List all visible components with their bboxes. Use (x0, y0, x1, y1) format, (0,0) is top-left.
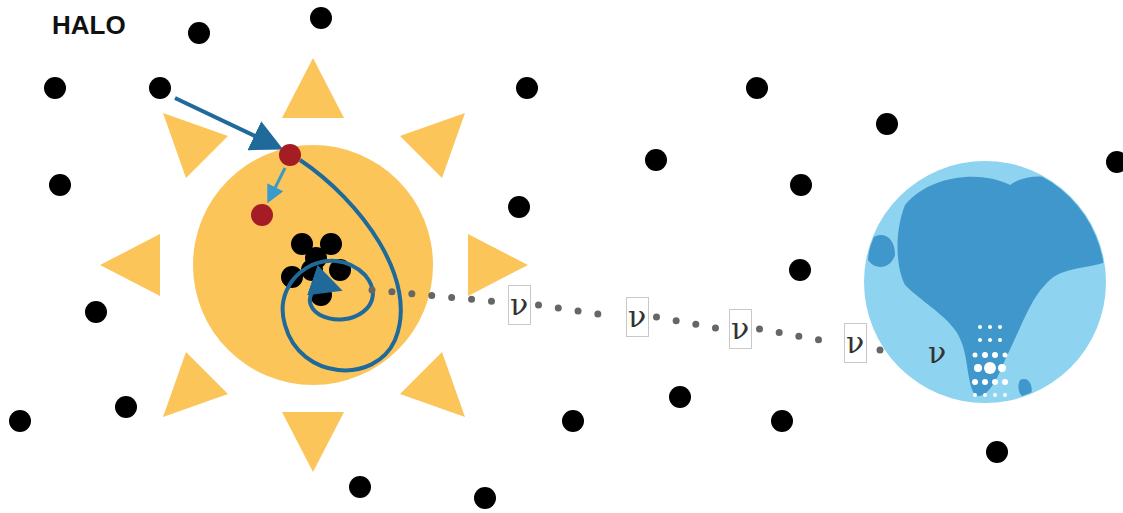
sun-rays (100, 58, 528, 472)
neutrino-box: ν (729, 309, 752, 349)
neutrino-box: ν (626, 297, 649, 337)
neutrino-symbol: ν (628, 302, 646, 332)
dark-matter-particles (9, 7, 1123, 509)
neutrino-symbol: ν (846, 328, 864, 358)
capture-spiral (283, 160, 401, 370)
neutrino-path (657, 317, 721, 329)
scatter-arrow (270, 168, 285, 198)
neutrino-path (539, 305, 618, 317)
neutrino-box: ν (844, 323, 867, 363)
scattered-particle (251, 204, 273, 226)
region-label: HALO (52, 10, 126, 41)
neutrino-path (760, 329, 836, 343)
neutrino-box: ν (508, 285, 531, 325)
sun-gap (175, 127, 451, 403)
captured-particle (279, 144, 301, 166)
sun-disc (193, 145, 433, 385)
incoming-arrow (175, 98, 276, 146)
neutrino-symbol: ν (928, 338, 946, 368)
neutrino-detector (972, 325, 1008, 397)
neutrino-path (372, 290, 922, 354)
captured-cluster (281, 233, 351, 306)
neutrino-symbol: ν (731, 314, 749, 344)
continents (868, 177, 1110, 400)
neutrino-symbol: ν (510, 290, 528, 320)
